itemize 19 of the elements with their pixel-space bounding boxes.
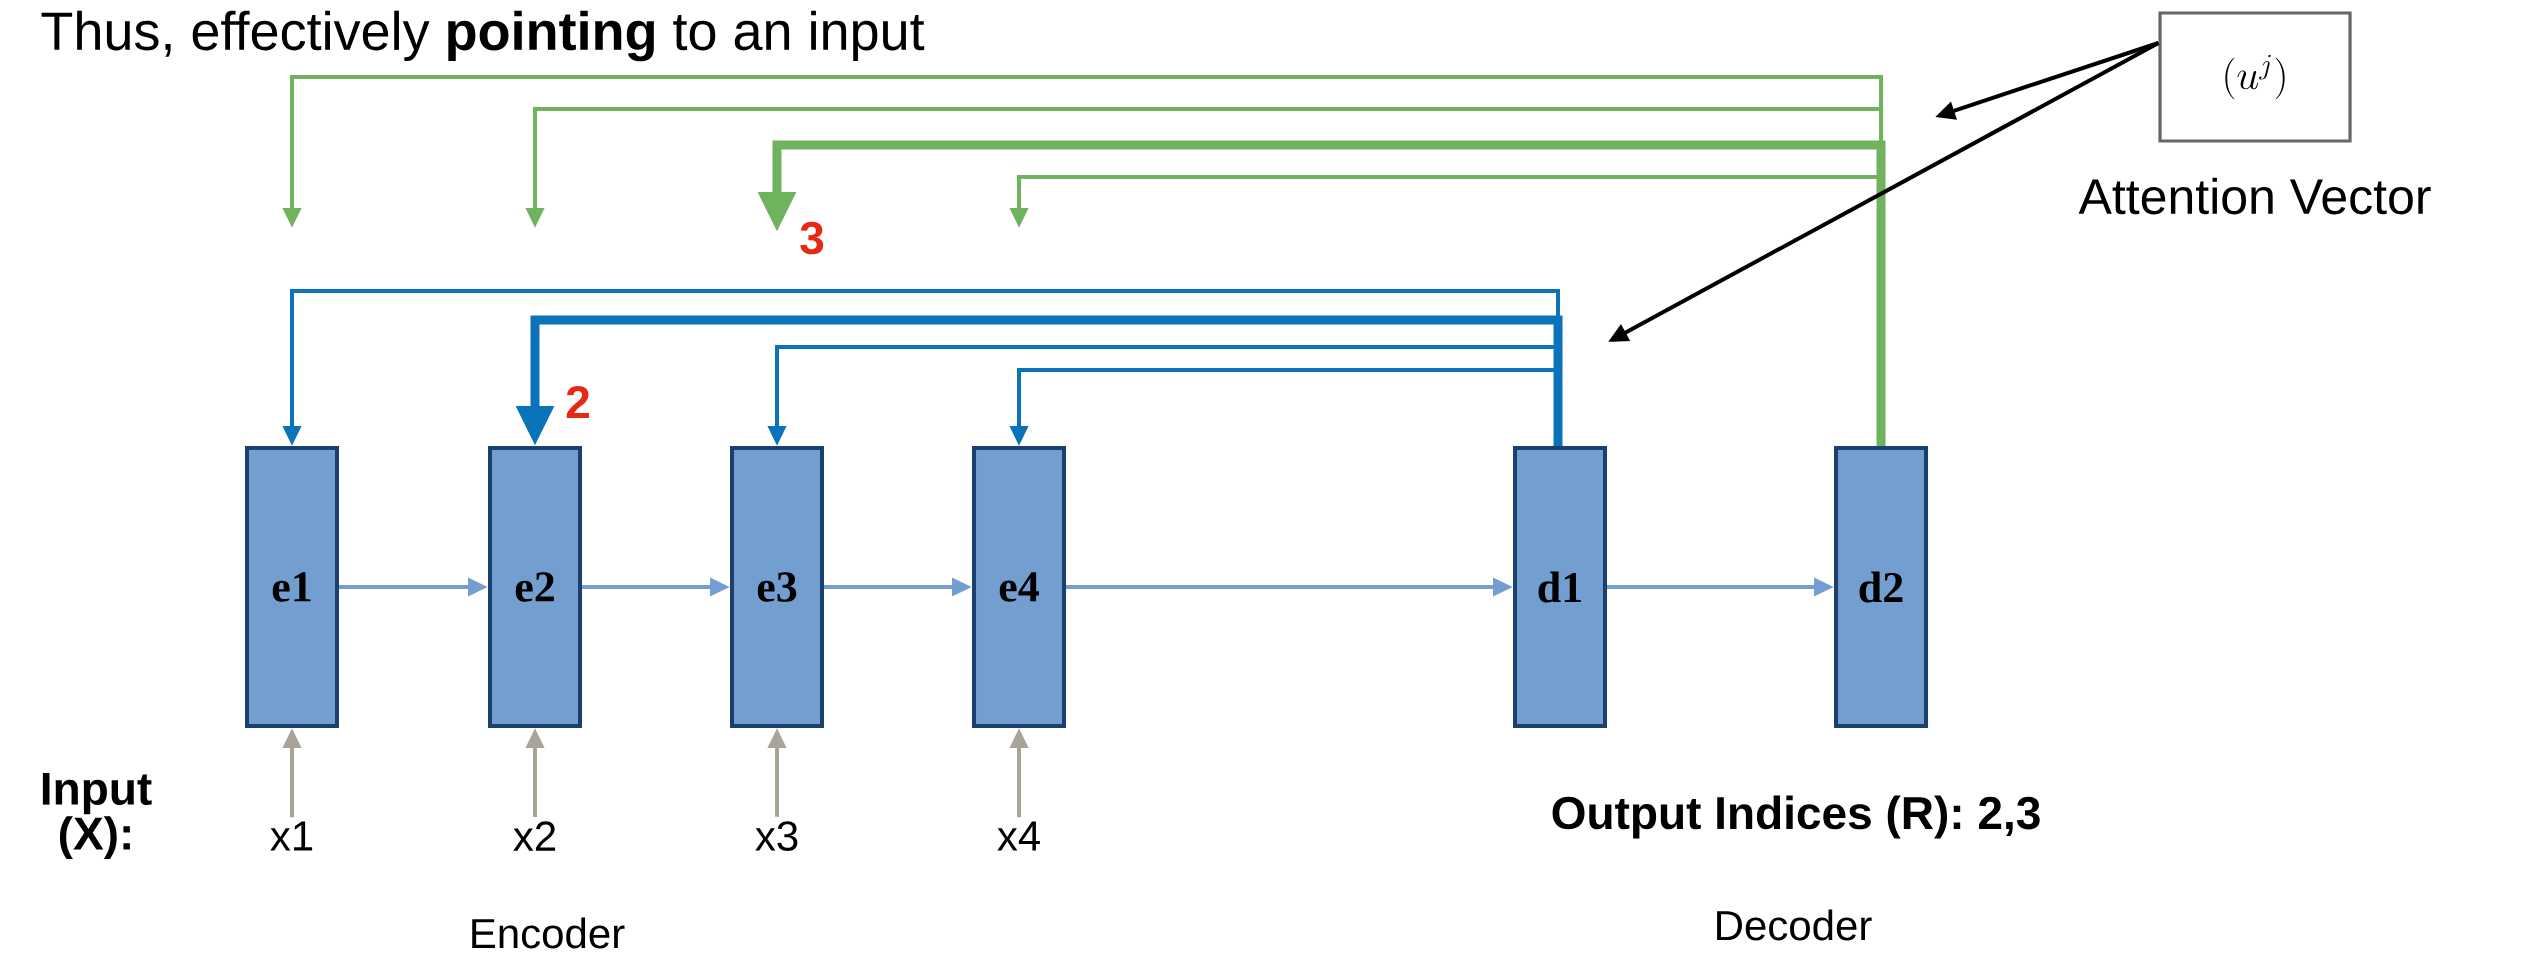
axis-label: Input (X): [42,772,152,860]
encoder-decoder-cell: e4 [972,446,1066,728]
input-label: x1 [270,821,313,851]
encoder-decoder-cell: e1 [245,446,339,728]
edge-label: 3 [800,221,824,255]
vector-box: $(u^j)$ [2158,11,2352,143]
encoder-decoder-cell: d2 [1834,446,1928,728]
input-label: x4 [997,821,1040,851]
group-label: Encoder [472,917,625,949]
edge-label: 2 [566,385,589,419]
encoder-decoder-cell: e2 [488,446,582,728]
heading: Thus, effectively pointing to an input [41,10,925,62]
encoder-decoder-cell: e3 [730,446,824,728]
group-label: Decoder [1717,909,1872,941]
input-label: x2 [513,821,556,851]
encoder-decoder-cell: d1 [1513,446,1607,728]
input-label: x3 [755,821,798,851]
output-label: Output Indices (R): 2,3 [1552,795,2040,839]
vector-caption: Attention Vector [2078,177,2431,215]
